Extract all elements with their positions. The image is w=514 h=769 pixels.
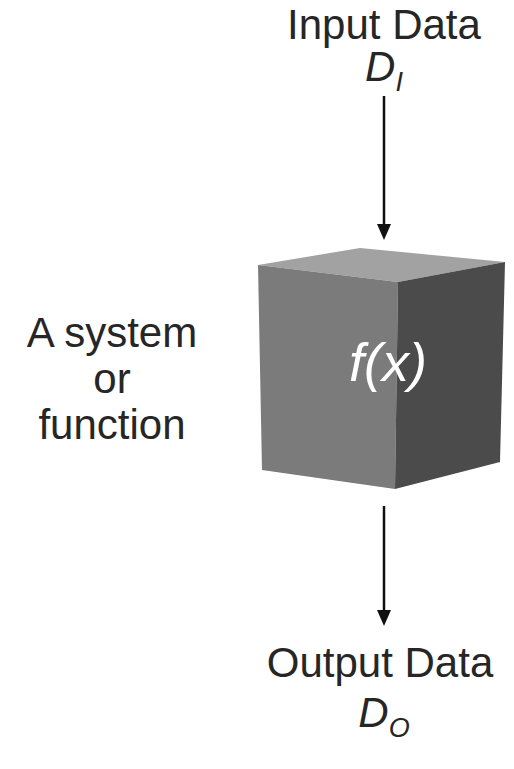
input-arrow-head bbox=[377, 224, 391, 240]
data-symbol: D bbox=[365, 43, 395, 90]
input-symbol: DI bbox=[365, 44, 403, 90]
data-subscript: O bbox=[389, 713, 410, 743]
data-symbol: D bbox=[358, 689, 388, 736]
output-symbol: DO bbox=[358, 690, 409, 736]
input-arrow-line bbox=[383, 96, 386, 226]
function-label: f(x) bbox=[349, 331, 427, 393]
input-title: Input Data bbox=[287, 2, 481, 48]
output-arrow-head bbox=[377, 610, 391, 626]
output-arrow-line bbox=[383, 506, 386, 612]
data-subscript: I bbox=[395, 67, 403, 97]
system-cube: f(x) bbox=[258, 246, 506, 490]
system-caption: A system or function bbox=[17, 310, 207, 448]
output-title: Output Data bbox=[267, 640, 493, 686]
